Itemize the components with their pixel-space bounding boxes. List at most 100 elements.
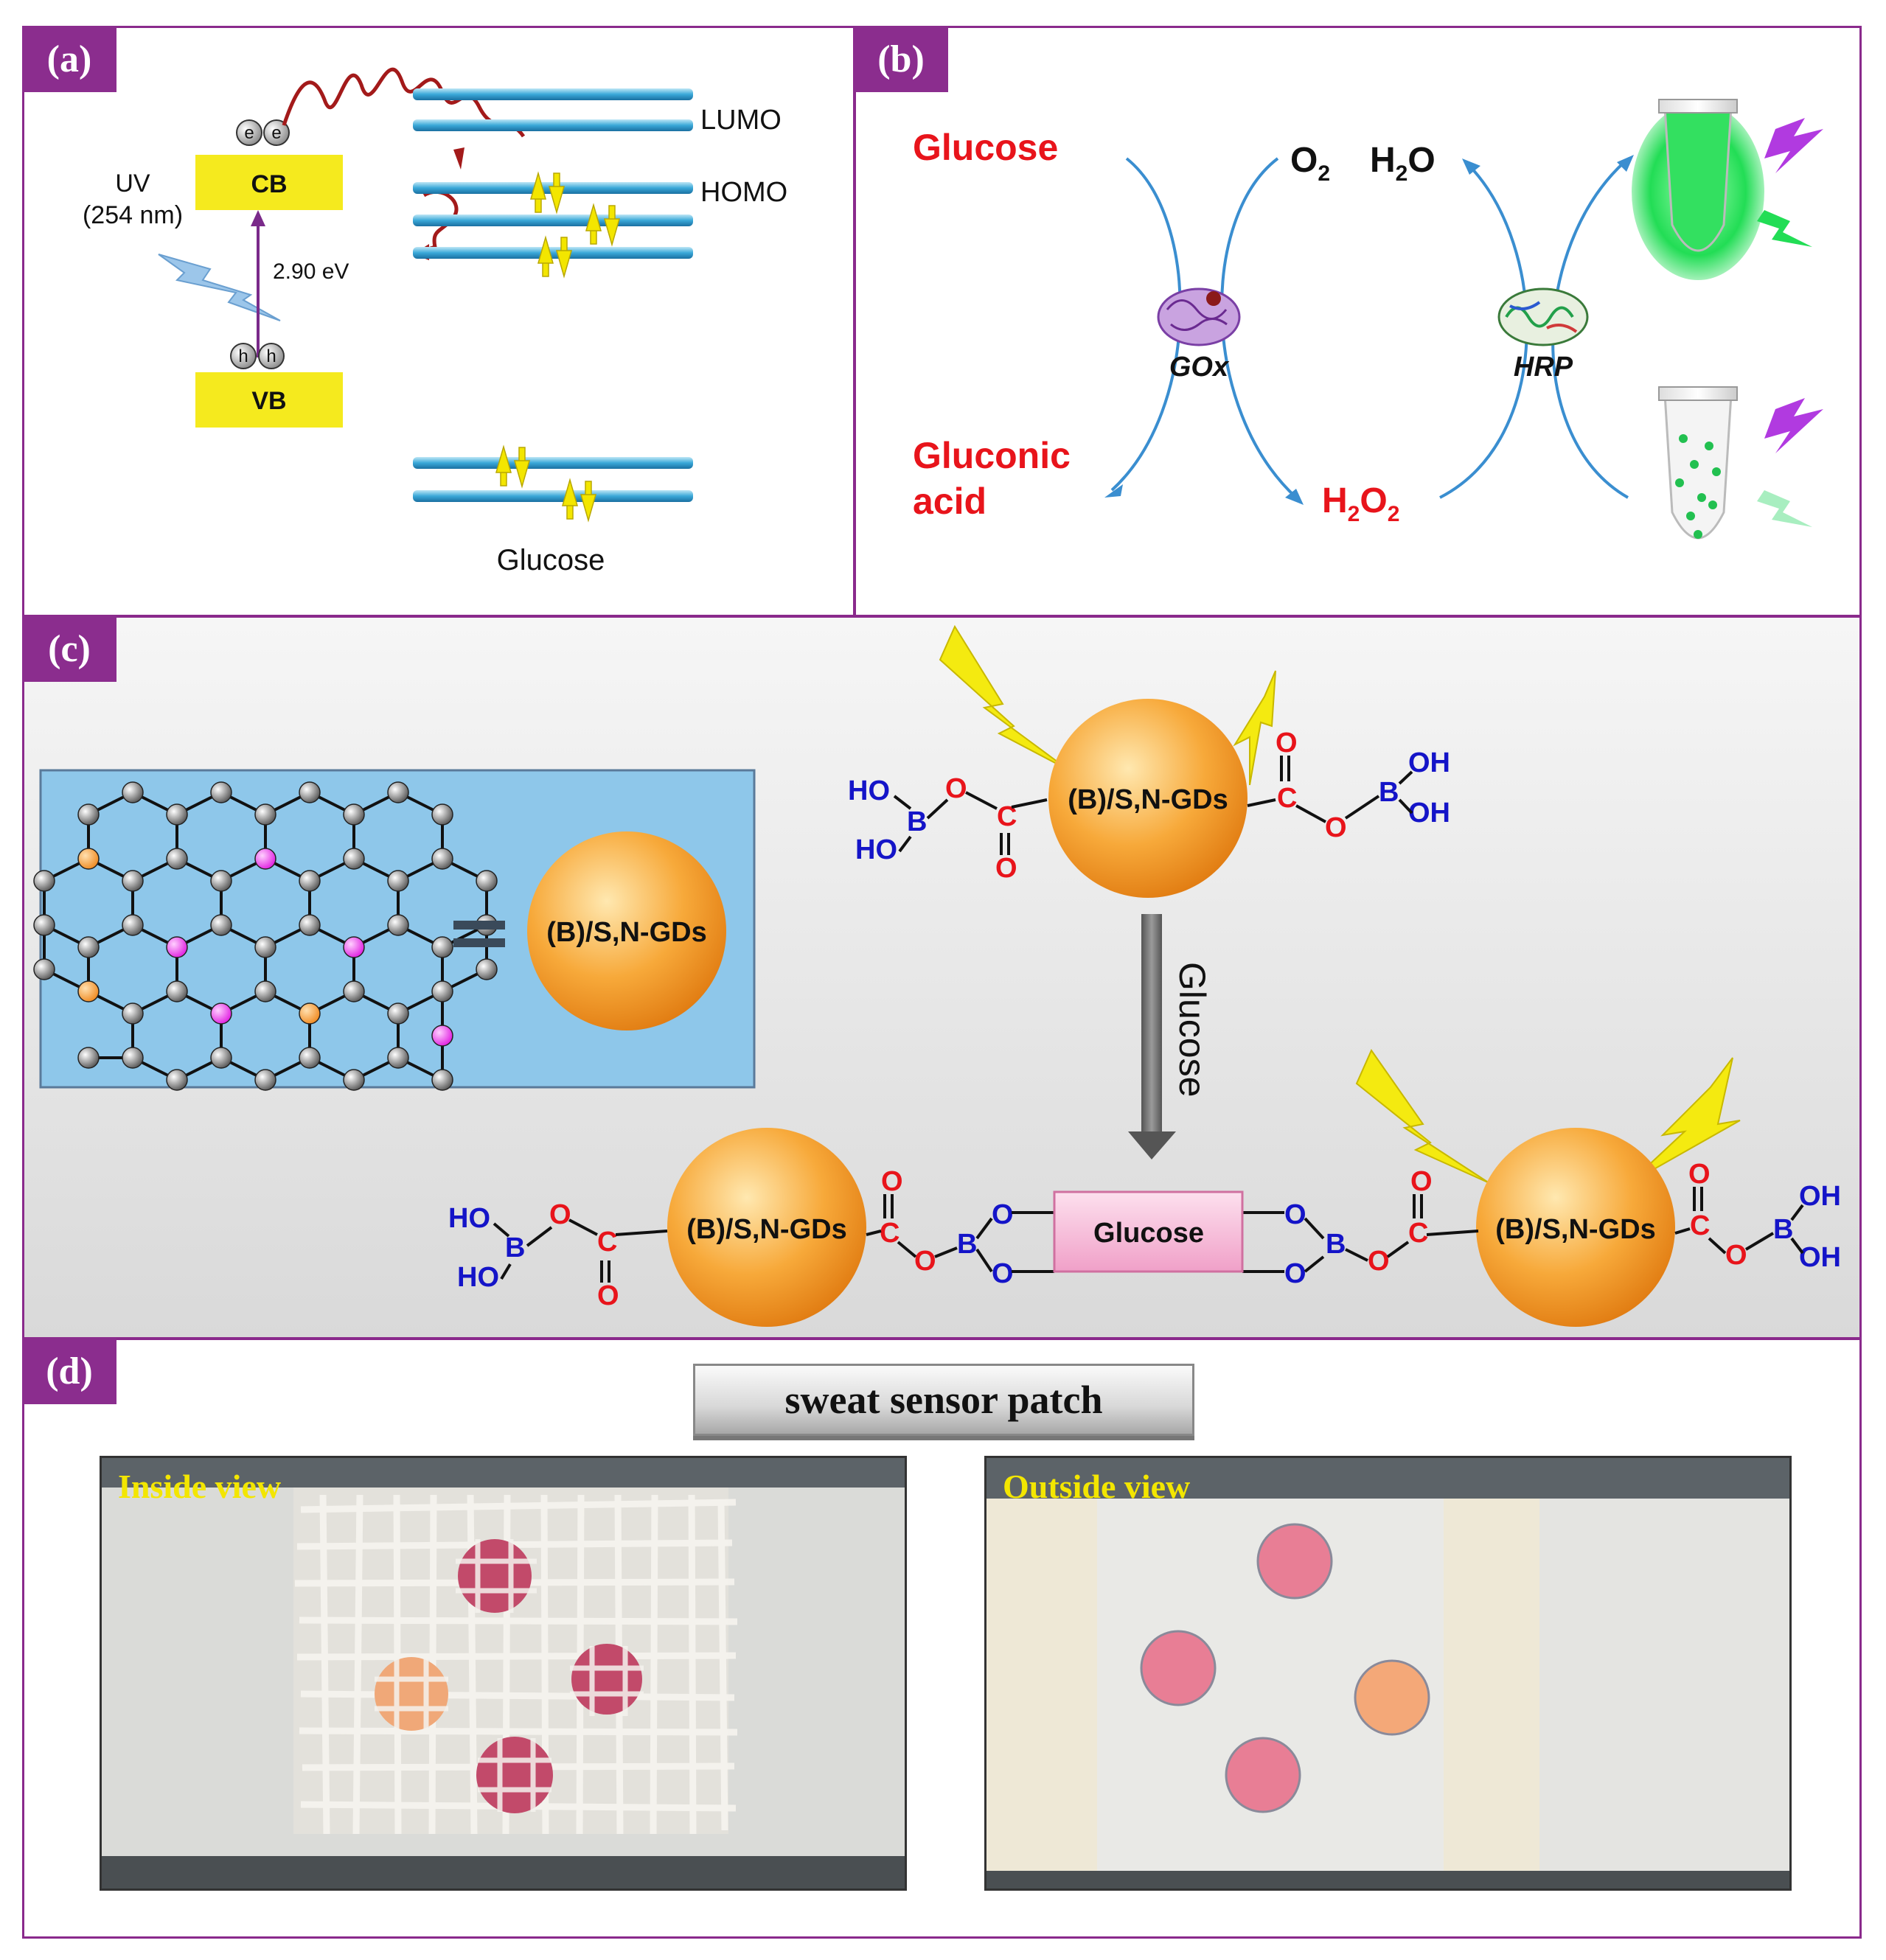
svg-text:B: B [907,806,927,837]
svg-text:C: C [597,1227,617,1258]
gd-label: (B)/S,N-GDs [546,917,706,948]
hrp-enzyme-icon [1497,287,1589,346]
homo-level [413,215,693,226]
equals-sign [453,938,505,947]
svg-text:O: O [992,1258,1014,1289]
spin-pair-icon [530,171,565,215]
glucose-level [413,490,693,502]
emission-bolt-icon [1629,1057,1741,1184]
svg-text:O: O [914,1246,936,1277]
fluorescent-tube-icon [1632,99,1764,280]
glucose-level [413,457,693,469]
excitation-bolt-icon [939,624,1070,771]
svg-text:O: O [1688,1159,1711,1190]
excitation-bolt-icon [1355,1048,1490,1184]
inside-view-image [102,1488,905,1888]
gluconic-acid-label-line2: acid [913,481,987,522]
sensor-disc [476,1737,553,1813]
sensor-disc [1140,1630,1217,1706]
boronic-ester-bottom-right: O C O B OH OH [1674,1159,1841,1273]
gluconic-acid-label-line1: Gluconic [913,435,1071,476]
svg-text:B: B [1379,777,1399,808]
panel-a-energy-diagram: UV (254 nm) CB e e 2.90 eV h h VB LUMO [83,67,787,576]
outside-view-photo: Outside view [984,1456,1792,1891]
vb-label: VB [251,387,286,415]
glucose-box-label: Glucose [1093,1218,1204,1249]
spin-pair-icon [495,444,530,489]
svg-text:OH: OH [1408,747,1450,778]
hrp-label: HRP [1514,352,1573,383]
sensor-disc [458,1539,532,1613]
outside-view-label: Outside view [1003,1468,1191,1505]
sensor-disc [571,1644,642,1715]
sensor-disc [375,1657,448,1731]
boronic-ester-bottom-left: HO B HO O C O [448,1199,668,1311]
svg-text:O: O [549,1199,571,1230]
homo-label: HOMO [700,177,787,208]
sweat-sensor-patch-title: sweat sensor patch [784,1378,1103,1422]
svg-text:O: O [1410,1166,1433,1197]
panel-c-mechanism: (B)/S,N-GDs (B)/S,N-GDs HO B HO O C O O … [33,624,1841,1327]
svg-text:B: B [1326,1229,1346,1260]
lumo-level [413,119,693,131]
svg-text:O: O [1284,1199,1306,1230]
gd-sphere [1048,699,1248,898]
svg-text:O: O [881,1166,903,1197]
gd-label: (B)/S,N-GDs [686,1214,846,1245]
sensor-disc [1256,1523,1333,1600]
svg-text:B: B [505,1232,525,1263]
weak-emission-bolt-icon [1757,490,1812,527]
svg-text:HO: HO [855,834,897,865]
sweat-sensor-patch-banner: sweat sensor patch [693,1364,1194,1436]
glucose-label: Glucose [913,127,1058,168]
electron-icon [236,119,262,146]
uv-wavelength-label: (254 nm) [83,201,183,229]
svg-text:HO: HO [448,1203,490,1234]
svg-text:O: O [1325,812,1347,843]
svg-text:HO: HO [848,775,890,806]
svg-text:C: C [1277,783,1297,814]
svg-text:O: O [992,1199,1014,1230]
band-gap-label: 2.90 eV [273,259,349,284]
hole-label: h [238,346,248,366]
reaction-arrow [1141,914,1162,1135]
hole-icon [258,343,285,369]
water-label: H2O [1370,141,1436,186]
non-fluorescent-tube-icon [1658,386,1738,540]
gox-enzyme-icon [1157,287,1241,346]
svg-text:O: O [1368,1246,1390,1277]
boronate-glucose-complex: O C O B O O O O B O C O [866,1166,1479,1289]
boronic-ester-right: O C O B OH OH [1247,728,1450,843]
svg-text:C: C [1408,1218,1428,1249]
svg-text:O: O [995,853,1017,884]
uv-bolt-icon [1764,398,1823,453]
hole-label: h [266,346,276,366]
panel-d-tag: (d) [22,1338,116,1404]
boronic-ester-left: HO B HO O C O [848,773,1048,884]
svg-text:HO: HO [457,1262,499,1293]
gd-sphere [527,831,726,1030]
svg-text:OH: OH [1799,1242,1841,1273]
svg-text:B: B [1773,1214,1793,1245]
svg-text:O: O [1284,1258,1306,1289]
homo-level [413,247,693,259]
svg-text:B: B [957,1229,977,1260]
spin-pair-icon [585,203,620,247]
svg-text:O: O [1276,728,1298,758]
gd-label: (B)/S,N-GDs [1068,784,1228,815]
inside-view-photo: Inside view [100,1456,907,1891]
arrowhead [1285,489,1304,505]
uv-label: UV [115,170,150,198]
inside-view-label: Inside view [118,1468,282,1505]
lumo-label: LUMO [700,105,782,136]
electron-label: e [271,123,281,143]
svg-text:C: C [1690,1210,1710,1241]
glucose-box [1053,1190,1244,1273]
arrowhead [1462,158,1480,175]
excitation-wave-arrowhead [453,147,464,170]
sensor-disc [1354,1659,1430,1736]
spin-pair-icon [562,478,596,523]
uv-bolt-icon [158,254,281,321]
svg-text:O: O [1725,1240,1747,1271]
